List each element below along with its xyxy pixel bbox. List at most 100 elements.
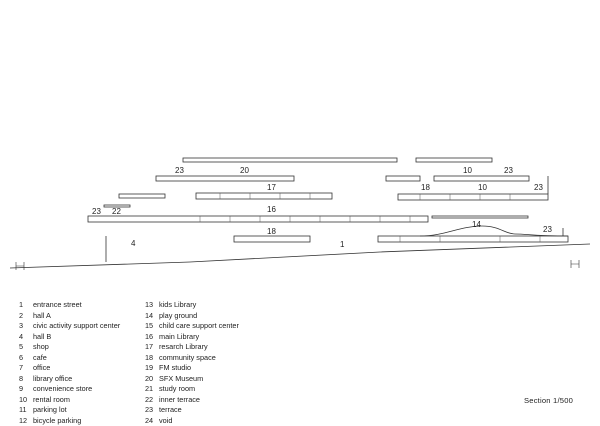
legend-number: 23	[145, 405, 159, 416]
legend-number: 5	[19, 342, 33, 353]
legend-number: 8	[19, 374, 33, 385]
slab-main-library	[88, 216, 428, 222]
legend-label: study room	[159, 384, 195, 395]
slab-small-left	[119, 194, 165, 198]
slab-right-mid	[398, 194, 548, 200]
legend-label: inner terrace	[159, 395, 200, 406]
legend-number: 24	[145, 416, 159, 426]
legend-label: bicycle parking	[33, 416, 81, 426]
section-mark-right	[571, 260, 579, 268]
legend-number: 9	[19, 384, 33, 395]
legend-label: cafe	[33, 353, 47, 364]
legend-label: terrace	[159, 405, 182, 416]
label-23e: 23	[543, 225, 552, 234]
legend-number: 1	[19, 300, 33, 311]
legend-label: SFX Museum	[159, 374, 203, 385]
label-17: 17	[267, 183, 276, 192]
legend-label: shop	[33, 342, 49, 353]
legend-number: 18	[145, 353, 159, 364]
legend-label: play ground	[159, 311, 197, 322]
legend-label: entrance street	[33, 300, 82, 311]
slab-research-library	[196, 193, 332, 199]
legend-label: kids Library	[159, 300, 196, 311]
legend-number: 22	[145, 395, 159, 406]
label-18b: 18	[267, 227, 276, 236]
legend-label: main Library	[159, 332, 199, 343]
legend-number: 14	[145, 311, 159, 322]
slab-rental-a	[386, 176, 420, 181]
label-22: 22	[112, 207, 121, 216]
legend-number: 17	[145, 342, 159, 353]
label-10b: 10	[478, 183, 487, 192]
legend-number: 12	[19, 416, 33, 426]
label-14: 14	[472, 220, 481, 229]
legend-label: hall A	[33, 311, 51, 322]
slab-community-space	[234, 236, 310, 242]
legend-number: 15	[145, 321, 159, 332]
legend-number: 4	[19, 332, 33, 343]
legend-label: convenience store	[33, 384, 92, 395]
legend-number: 20	[145, 374, 159, 385]
legend-number: 16	[145, 332, 159, 343]
legend-label: FM studio	[159, 363, 191, 374]
label-16: 16	[267, 205, 276, 214]
legend-label: community space	[159, 353, 216, 364]
slab-top-left	[183, 158, 397, 162]
ground-line	[10, 244, 590, 268]
legend-number: 13	[145, 300, 159, 311]
slab-playground	[378, 236, 568, 242]
legend-number: 6	[19, 353, 33, 364]
label-18a: 18	[421, 183, 430, 192]
slab-sfx-museum	[156, 176, 294, 181]
legend-label: resarch Library	[159, 342, 208, 353]
slab-kids-roof	[432, 216, 528, 218]
slab-top-right	[416, 158, 492, 162]
slab-rental-b	[434, 176, 529, 181]
legend-label: rental room	[33, 395, 70, 406]
legend-label: hall B	[33, 332, 51, 343]
label-23d: 23	[92, 207, 101, 216]
legend-number: 11	[19, 405, 33, 416]
label-1: 1	[340, 240, 345, 249]
legend-number: 7	[19, 363, 33, 374]
legend-number: 2	[19, 311, 33, 322]
legend-label: civic activity support center	[33, 321, 120, 332]
legend-label: child care support center	[159, 321, 239, 332]
legend-label: parking lot	[33, 405, 67, 416]
legend-number: 10	[19, 395, 33, 406]
label-23a: 23	[175, 166, 184, 175]
legend-number: 21	[145, 384, 159, 395]
label-23c: 23	[534, 183, 543, 192]
legend-label: library office	[33, 374, 72, 385]
legend-label: office	[33, 363, 50, 374]
label-10a: 10	[463, 166, 472, 175]
label-23b: 23	[504, 166, 513, 175]
label-4: 4	[131, 239, 136, 248]
section-mark-left	[16, 262, 24, 270]
label-20: 20	[240, 166, 249, 175]
legend-label: void	[159, 416, 172, 426]
